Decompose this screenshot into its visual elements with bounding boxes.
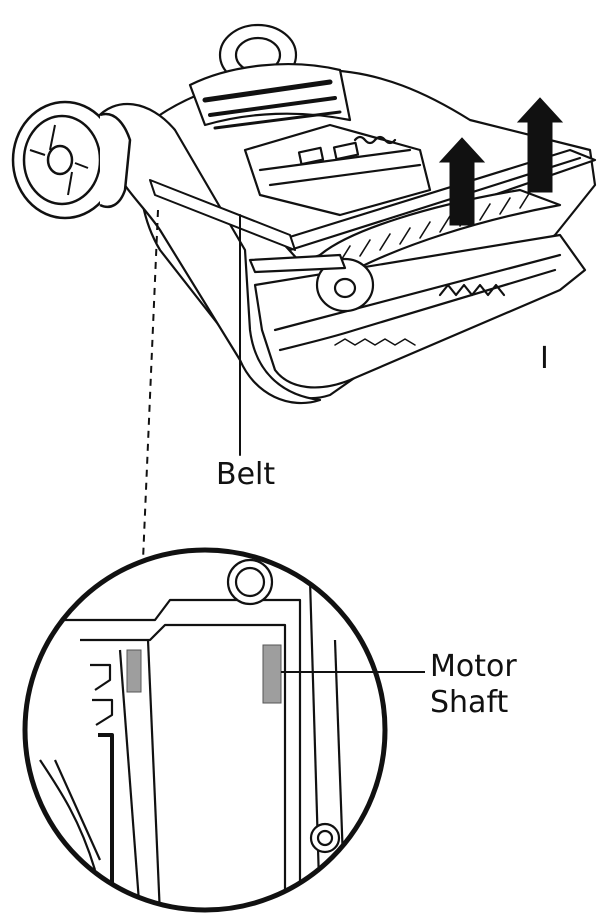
step-marker: I xyxy=(540,341,549,376)
motor-shaft-label-line2: Shaft xyxy=(430,685,509,720)
wheel-icon xyxy=(11,100,132,220)
up-arrow-icon xyxy=(438,97,564,226)
belt-label: Belt xyxy=(216,457,276,492)
shaft-mark-left xyxy=(126,649,142,693)
shaft-mark-right xyxy=(262,644,282,704)
motor-shaft-label-line1: Motor xyxy=(430,649,517,684)
callout-connector xyxy=(142,209,159,561)
vacuum-base xyxy=(93,23,597,456)
magnified-detail xyxy=(22,547,425,913)
